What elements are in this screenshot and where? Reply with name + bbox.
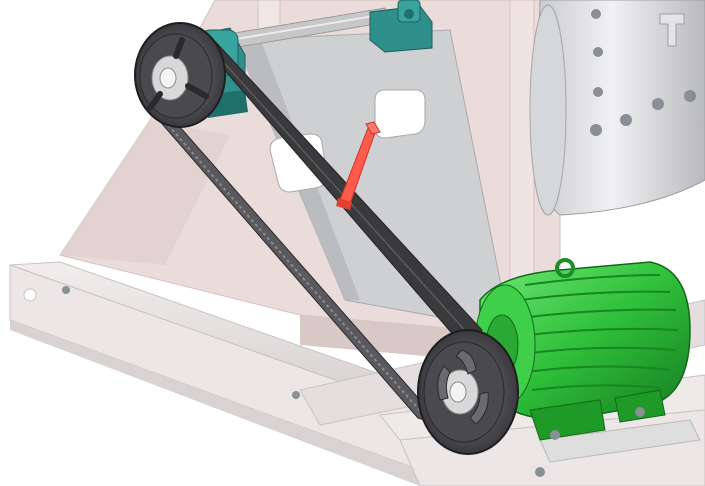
bolt-icon bbox=[635, 407, 645, 417]
bolt-icon bbox=[593, 87, 603, 97]
bolt-icon bbox=[62, 286, 70, 294]
drive-belt bbox=[148, 28, 483, 426]
bolt-icon bbox=[590, 124, 602, 136]
bolt-icon bbox=[620, 114, 632, 126]
bolt-icon bbox=[593, 47, 603, 57]
fan-housing bbox=[529, 0, 705, 216]
bolt-icon bbox=[684, 90, 696, 102]
bolt-icon bbox=[550, 430, 560, 440]
bolt-icon bbox=[591, 9, 601, 19]
bolt-icon bbox=[652, 98, 664, 110]
housing-bolts bbox=[590, 9, 696, 136]
driven-sheave bbox=[134, 22, 226, 128]
bearing-far bbox=[369, 0, 433, 53]
drive-sheave bbox=[417, 329, 519, 455]
bolt-icon bbox=[535, 467, 545, 477]
bolt-icon bbox=[292, 391, 300, 399]
bracket-cutout-upper bbox=[374, 89, 426, 139]
red-alignment-indicator-icon bbox=[336, 121, 381, 210]
